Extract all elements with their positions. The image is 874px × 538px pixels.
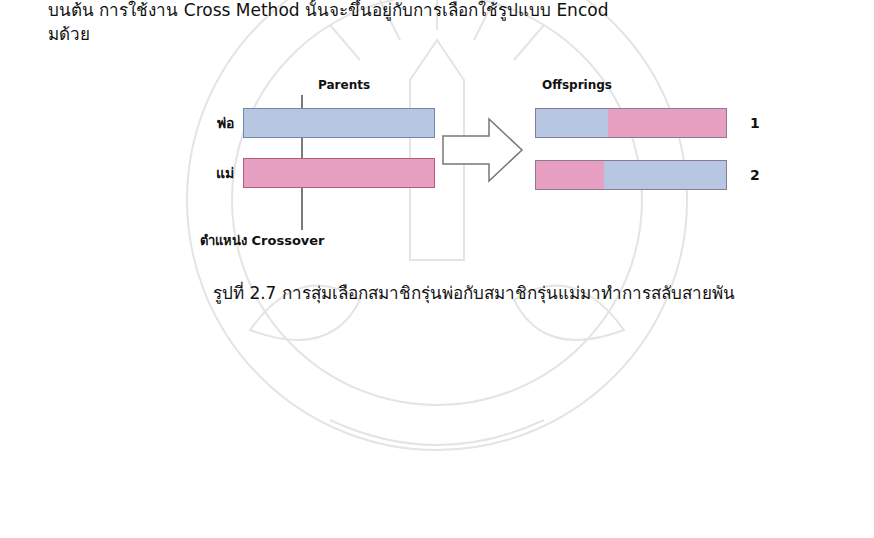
chromosome-bar: 1 bbox=[535, 108, 727, 138]
bar-label: 2 bbox=[750, 167, 760, 184]
hollow-arrow bbox=[443, 119, 522, 181]
diagram-label: Offsprings bbox=[542, 78, 612, 92]
chromosome-bar: 2 bbox=[535, 160, 727, 190]
bar-label: พ่อ bbox=[217, 115, 234, 132]
body-text: มด้วย bbox=[48, 24, 90, 44]
chromosome-bar: พ่อ bbox=[243, 108, 435, 138]
body-text: บนต้น การใช้งาน Cross Method นั้นจะขึ้นอ… bbox=[48, 0, 608, 20]
chromosome-bar: แม่ bbox=[243, 158, 435, 188]
bar-label: แม่ bbox=[216, 165, 234, 182]
diagram-label: Parents bbox=[318, 78, 370, 92]
gene-segment bbox=[604, 161, 726, 189]
diagram-label: ตำแหน่ง Crossover bbox=[200, 233, 325, 249]
gene-segment bbox=[536, 109, 608, 137]
gene-segment bbox=[244, 159, 434, 187]
gene-segment bbox=[608, 109, 726, 137]
figure-caption: รูปที่ 2.7 การสุ่มเลือกสมาชิกรุ่นพ่อกับส… bbox=[213, 283, 735, 303]
gene-segment bbox=[536, 161, 604, 189]
bar-label: 1 bbox=[750, 115, 760, 132]
watermark-seal bbox=[187, 0, 687, 450]
gene-segment bbox=[244, 109, 434, 137]
